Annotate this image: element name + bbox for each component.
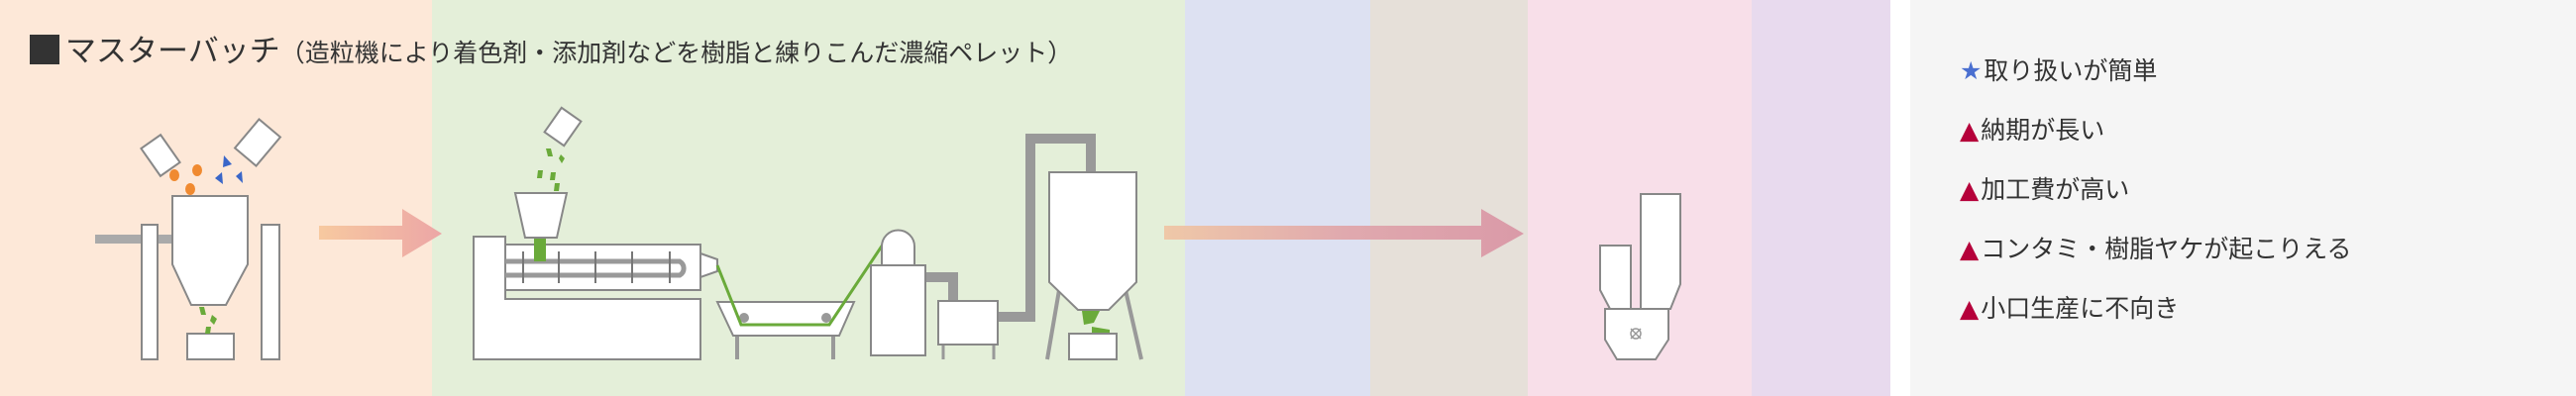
screw-icon: [1630, 328, 1642, 340]
title-main: マスターバッチ: [65, 34, 280, 69]
band-6: [1752, 0, 1890, 396]
band-3: [1185, 0, 1370, 396]
feature-item: ▲納期が長い: [1960, 116, 2105, 145]
triangle-icon: ▲: [1960, 116, 1980, 145]
extruder-machine: [473, 106, 718, 360]
feature-item: ★取り扱いが簡単: [1960, 56, 2158, 85]
silo: [1045, 171, 1143, 360]
arrow-2: [1164, 209, 1524, 257]
colorant-particles: [169, 155, 243, 334]
feature-item: ▲加工費が高い: [1960, 175, 2130, 204]
molding-machine-hopper: [1599, 193, 1681, 360]
band-4: [1370, 0, 1528, 396]
feature-item: ▲小口生産に不向き: [1960, 294, 2180, 323]
triangle-icon: ▲: [1960, 294, 1980, 323]
arrow-1: [319, 209, 442, 257]
feature-item: ▲コンタミ・樹脂ヤケが起こりえる: [1960, 235, 2352, 263]
page-title: マスターバッチ（造粒機により着色剤・添加剤などを樹脂と練りこんだ濃縮ペレット）: [30, 26, 1072, 70]
mixer-machine: [95, 118, 282, 360]
triangle-icon: ▲: [1960, 175, 1980, 204]
title-sub: （造粒機により着色剤・添加剤などを樹脂と練りこんだ濃縮ペレット）: [279, 39, 1073, 67]
features-panel: ★取り扱いが簡単 ▲納期が長い ▲加工費が高い ▲コンタミ・樹脂ヤケが起こりえる…: [1910, 0, 2576, 396]
star-icon: ★: [1960, 56, 1983, 85]
pelletizer: [870, 134, 1096, 359]
triangle-icon: ▲: [1960, 235, 1980, 263]
square-bullet-icon: [30, 35, 59, 64]
process-diagram: [95, 106, 1681, 360]
water-bath: [715, 244, 885, 359]
